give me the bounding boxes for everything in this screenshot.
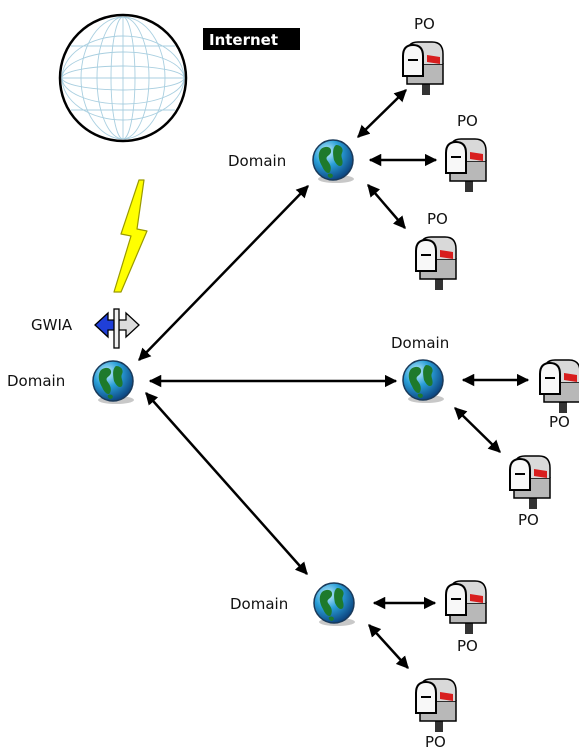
po-label-top-1: PO: [414, 15, 435, 33]
internet-label: Internet: [209, 31, 278, 49]
internet-label-box: [203, 28, 300, 50]
po-label-middle-2: PO: [518, 511, 539, 529]
mailbox-icon: [445, 580, 487, 635]
po-label-top-2: PO: [457, 112, 478, 130]
domain-globe-icon: [312, 139, 355, 184]
gateway-label: GWIA: [31, 316, 73, 334]
mailbox-icon: [402, 41, 444, 96]
domain-label-primary: Domain: [7, 372, 65, 390]
po-label-top-3: PO: [427, 210, 448, 228]
link-primary-top: [138, 185, 309, 361]
link-top-po1: [357, 89, 407, 138]
domain-globe-icon: [92, 360, 135, 405]
mailbox-icon: [539, 359, 579, 414]
mailbox-icon: [509, 455, 551, 510]
link-middle-po2: [454, 407, 501, 453]
po-label-middle-1: PO: [549, 413, 570, 431]
mailbox-icon: [445, 138, 487, 193]
internet-globe-icon: [58, 13, 188, 143]
link-primary-bottom: [145, 392, 308, 575]
lightning-bolt-icon: [113, 179, 148, 293]
domain-label-top: Domain: [228, 152, 286, 170]
domain-globe-icon: [313, 582, 356, 627]
link-top-po3: [367, 184, 406, 229]
mailbox-icon: [415, 236, 457, 291]
domain-label-bottom: Domain: [230, 595, 288, 613]
domain-globe-icon: [402, 359, 445, 404]
gateway-arrows-icon: [94, 308, 140, 349]
po-label-bottom-1: PO: [457, 637, 478, 655]
domain-label-middle: Domain: [391, 334, 449, 352]
po-label-bottom-2: PO: [425, 733, 446, 750]
link-bottom-po2: [368, 624, 409, 669]
mailbox-icon: [415, 678, 457, 733]
